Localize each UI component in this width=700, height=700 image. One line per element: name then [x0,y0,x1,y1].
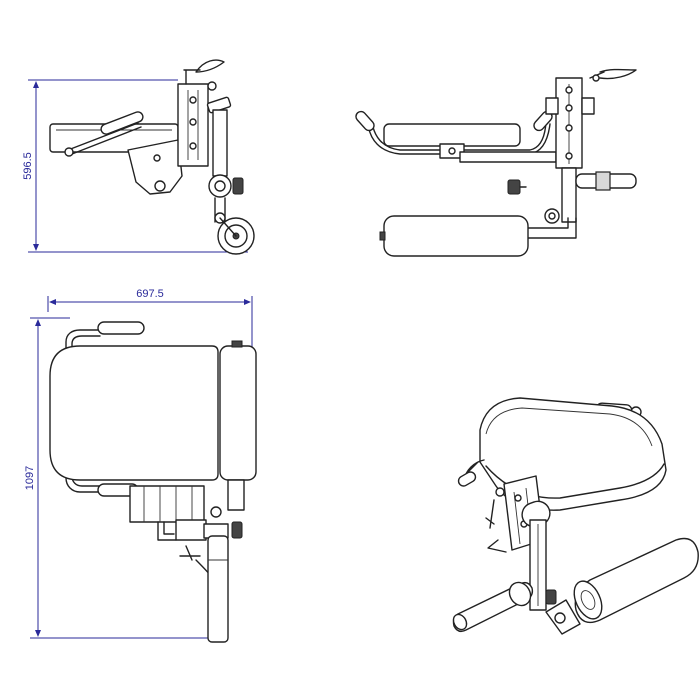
side-column [212,109,228,177]
top-length-dimension: 1097 [24,317,214,639]
side-view: 596.5 [22,59,255,255]
front-pad [383,123,521,147]
top-bracket [129,485,205,523]
top-width-label: 697.5 [136,288,164,300]
top-pad [49,345,219,481]
top-length-label: 1097 [24,466,36,490]
isometric-view [452,397,699,635]
top-view: 697.5 1097 [24,288,257,643]
side-handle [64,111,144,157]
top-roller [219,345,257,481]
side-height-label: 596.5 [22,152,34,180]
top-width-dimension: 697.5 [47,288,253,350]
front-roller [383,215,529,257]
front-view [355,68,637,257]
side-height-dimension: 596.5 [22,79,248,253]
top-bar [207,535,229,643]
